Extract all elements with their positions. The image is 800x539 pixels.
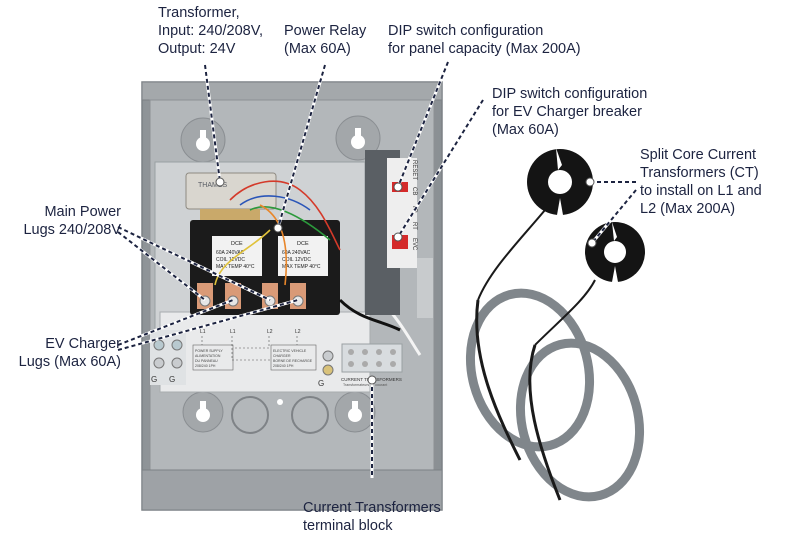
dip-strip-evc: EVC [411,238,417,251]
tag-l2-a: L2 [267,329,273,335]
callout-ct-terminal: Current Transformers terminal block [303,499,441,535]
callout-dip-ev-line-2: for EV Charger breaker [492,104,642,120]
callout-dot-ct-terminal [367,375,377,385]
keyhole-mount-top-left [180,117,226,163]
callout-main-lugs: Main Power Lugs 240/208V [23,203,121,239]
callout-dip-ev-line-3: (Max 60A) [492,122,559,138]
ground-symbol-1: G [151,375,157,384]
callout-line-ev-lugs-2 [117,299,299,351]
enclosure-bottom-lip [141,469,443,511]
callout-ct-terminal-line-1: Current Transformers [303,500,441,516]
callout-transformer-line-1: Transformer, [158,5,240,21]
tag-l1-a: L1 [200,329,206,335]
callout-dot-dip-panel [393,182,403,192]
callout-power-relay: Power Relay (Max 60A) [284,22,366,58]
ps-box-2: ALIMENTATION [195,354,221,358]
callout-ct-line-3: to install on L1 and [640,183,762,199]
callout-transformer: Transformer, Input: 240/208V, Output: 24… [158,4,263,58]
relay-2-logo: DCE [297,241,309,247]
side-rail [417,258,433,318]
ev-box-1: ELECTRIC VEHICLE [273,349,307,353]
transformer-brand: THAMES [198,182,228,189]
callout-line-dip-ev [397,99,484,238]
keyhole-mount-bottom-right [334,391,376,433]
wiring-label-panel: L1 L1 L2 L2 POWER SUPPLY ALIMENTATION DU… [192,329,317,371]
callout-dot-ct-2 [587,238,597,248]
ps-box-1: POWER SUPPLY [195,349,223,353]
callout-ev-lugs-line-1: EV Charger [45,336,121,352]
relay-2-rating-3: MAX TEMP 40°C [282,264,321,270]
callout-dip-panel-line-2: for panel capacity (Max 200A) [388,41,581,57]
knockout-right [291,396,329,434]
relay-1-rating-3: MAX TEMP 40°C [216,264,255,270]
callout-line-dip-panel [397,61,449,188]
ps-box-4: 208/240 1PH [195,364,216,368]
callout-power-relay-line-1: Power Relay [284,23,367,39]
callout-dip-panel: DIP switch configuration for panel capac… [388,22,581,58]
ct-cable-coils [465,209,645,502]
callout-dot-ct-1 [585,177,595,187]
callout-line-main-lugs-2 [117,226,271,301]
tag-l2-b: L2 [295,329,301,335]
dip-strip-rt: RT [411,222,417,230]
cable-coil-1 [465,288,595,452]
callout-line-power-relay [277,64,326,229]
ct-block-sublabel: Transformateurs de courant [343,383,387,387]
callout-dot-dip-ev [393,232,403,242]
callout-ct-terminal-line-2: terminal block [303,518,393,534]
keyhole-mount-top-right [335,115,381,161]
callout-power-relay-line-2: (Max 60A) [284,41,351,57]
callout-transformer-line-3: Output: 24V [158,41,236,57]
callout-ct: Split Core Current Transformers (CT) to … [640,146,762,218]
callout-dot-power-relay [273,223,283,233]
callout-line-transformer [204,64,221,183]
small-hole [277,399,283,405]
transformer: THAMES [185,172,277,221]
tag-l1-b: L1 [230,329,236,335]
callout-dot-transformer [215,177,225,187]
split-core-ct-2 [585,222,645,282]
dip-strip-cb: CB [411,187,417,195]
cable-coil-2 [515,338,645,502]
callout-line-main-lugs-1 [117,231,206,301]
main-power-lugs [197,283,241,309]
callout-transformer-line-2: Input: 240/208V, [158,23,264,39]
callout-lines [117,61,638,478]
callout-dip-ev: DIP switch configuration for EV Charger … [492,85,647,139]
callout-line-ct-2 [591,189,637,244]
ev-charger-lugs [262,283,306,309]
relay-1-rating-1: 60A 240VAC [216,250,245,256]
callout-dip-ev-line-1: DIP switch configuration [492,86,648,102]
enclosure-top-flange [141,81,443,101]
ground-symbol-2: G [169,375,175,384]
ev-box-4: 208/240 1PH [273,364,294,368]
callout-main-lugs-line-2: Lugs 240/208V [23,222,121,238]
ps-box-3: DU PANNEAU [195,359,218,363]
ev-box-3: BORNE DE RECHARGE [273,359,313,363]
callout-ct-line-4: L2 (Max 200A) [640,201,736,217]
callout-ct-line-2: Transformers (CT) [640,165,759,181]
split-core-ct-1 [527,148,593,215]
dip-strip-reset: RESET [411,160,417,180]
relay-block: DCE DCE 60A 240VAC COIL 12VDC MAX TEMP 4… [190,220,340,315]
ev-box-2: CHARGER [273,354,291,358]
relay-2-rating-1: 60A 240VAC [282,250,311,256]
callout-ev-lugs: EV Charger Lugs (Max 60A) [19,335,121,371]
ground-lugs: G G G [150,330,334,388]
relay-2-rating-2: COIL 12VDC [282,257,311,263]
knockout-left [231,396,269,434]
callout-ev-lugs-line-2: Lugs (Max 60A) [18,354,121,370]
relay-1-logo: DCE [231,241,243,247]
keyhole-mount-bottom-left [182,391,224,433]
label-panel [159,311,371,393]
callout-dip-panel-line-1: DIP switch configuration [388,23,544,39]
callout-ct-line-1: Split Core Current [640,147,757,163]
ground-symbol-3: G [318,379,324,388]
callout-main-lugs-line-1: Main Power [44,204,121,220]
